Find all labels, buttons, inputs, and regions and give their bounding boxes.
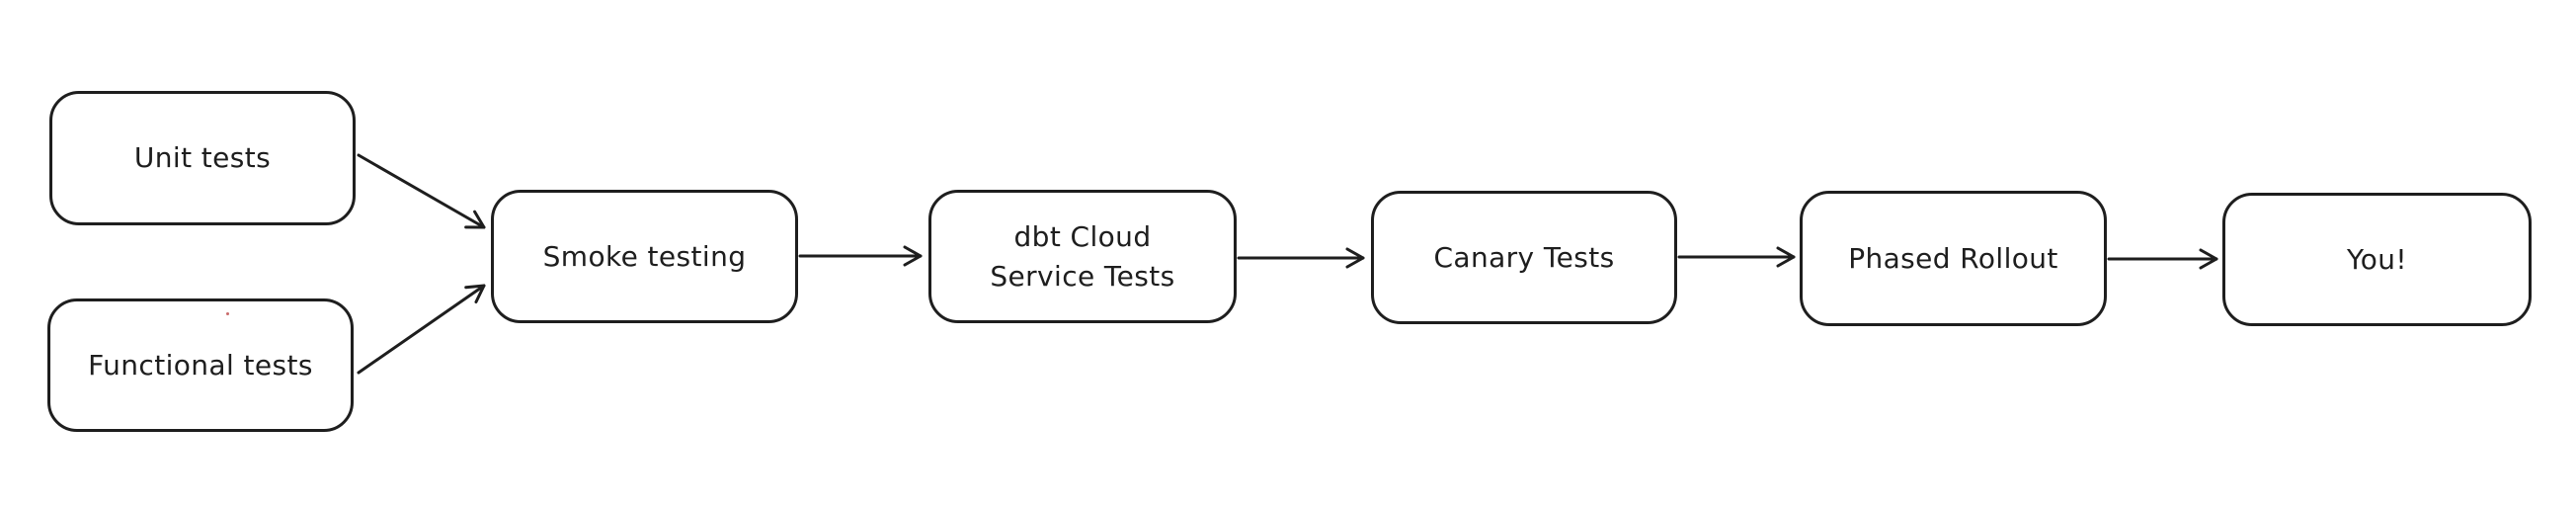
node-functional-tests: Functional tests [47,298,354,432]
node-label: You! [2346,242,2408,276]
node-phased-rollout: Phased Rollout [1800,191,2107,326]
node-label: Functional tests [88,348,313,382]
node-label: Unit tests [133,141,272,174]
node-smoke-testing: Smoke testing [491,190,798,323]
node-label: Canary Tests [1433,240,1615,274]
node-label: Phased Rollout [1848,241,2058,275]
node-label: Smoke testing [542,239,747,273]
arrow-unit-tests-to-smoke-testing [357,153,486,229]
node-dbt-cloud-service-tests: dbt Cloud Service Tests [928,190,1237,323]
node-canary-tests: Canary Tests [1371,191,1677,324]
arrow-functional-tests-to-smoke-testing [357,284,486,375]
node-you: You! [2222,193,2532,326]
node-label: dbt Cloud Service Tests [990,219,1175,293]
node-unit-tests: Unit tests [49,91,356,225]
stray-red-dot [226,312,229,315]
